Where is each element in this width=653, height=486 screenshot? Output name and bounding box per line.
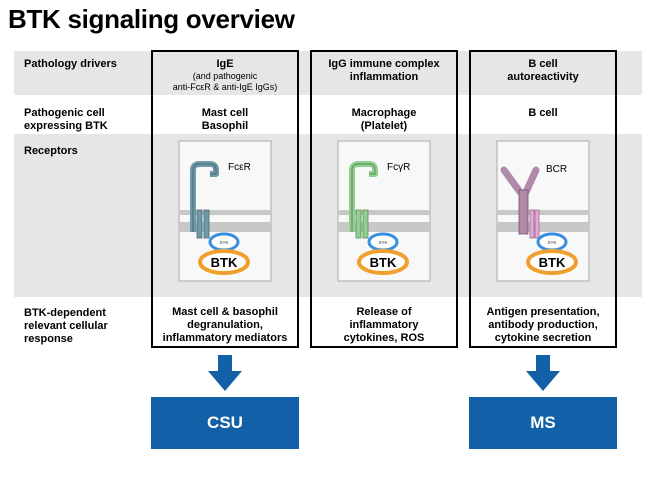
col3-driver-line-1: B cell <box>528 58 558 70</box>
btk-ring <box>198 249 250 275</box>
col2-cell-line-2: (Platelet) <box>360 120 408 132</box>
page-title: BTK signaling overview <box>8 4 295 34</box>
outcome-csu: CSU <box>151 397 299 449</box>
down-arrow-csu <box>208 355 242 391</box>
btk-ring <box>357 249 409 275</box>
membrane-inner <box>497 222 589 232</box>
col1-response: Mast cell & basophil degranulation, infl… <box>151 306 299 345</box>
col1-response-line-3: inflammatory mediators <box>162 332 288 344</box>
membrane-outer <box>497 210 589 215</box>
bcr-left-arm <box>500 166 524 196</box>
syk-label: SYK <box>219 240 228 245</box>
membrane-inner <box>338 222 430 232</box>
membrane-outer <box>179 210 271 215</box>
col1-response-line-2: degranulation, <box>187 319 263 331</box>
column-bcell <box>469 50 617 348</box>
down-arrow-ms <box>526 355 560 391</box>
receptor-chain-2 <box>203 209 210 239</box>
col2-driver: IgG immune complex inflammation <box>310 58 458 84</box>
col2-driver-line-2: inflammation <box>349 71 419 83</box>
row-label-drivers-text: Pathology drivers <box>24 58 117 70</box>
row-label-response-line-2: relevant cellular <box>24 320 108 332</box>
row-label-response-line-1: BTK-dependent <box>24 307 106 319</box>
outcome-ms: MS <box>469 397 617 449</box>
receptor-label: FcεR <box>228 162 251 173</box>
col3-cell-line-1: B cell <box>528 107 558 119</box>
col1-cell-line-2: Basophil <box>201 120 249 132</box>
btk-ring <box>526 249 578 275</box>
syk-label: SYK <box>547 240 556 245</box>
row-label-cell-line-2: expressing BTK <box>24 120 108 132</box>
col3-response-line-3: cytokine secretion <box>494 332 592 344</box>
col3-response-line-1: Antigen presentation, <box>486 306 600 318</box>
btk-label: BTK <box>211 255 238 270</box>
col3-response: Antigen presentation, antibody productio… <box>469 306 617 345</box>
col1-cell: Mast cell Basophil <box>151 107 299 133</box>
receptor-chain-1 <box>196 209 203 239</box>
receptor-chain-1 <box>355 209 362 239</box>
receptor-label: BCR <box>546 164 567 175</box>
row-label-receptors-text: Receptors <box>24 145 78 157</box>
col2-receptor-diagram: SYK BTK FcγR <box>337 140 431 282</box>
col2-response-line-1: Release of <box>356 306 412 318</box>
membrane-outer <box>338 210 430 215</box>
row-label-cell: Pathogenic cell expressing BTK <box>24 107 108 133</box>
row-label-response-line-3: response <box>24 333 73 345</box>
row-label-drivers: Pathology drivers <box>24 58 117 71</box>
arrow-shape <box>208 355 242 391</box>
arrow-shape <box>526 355 560 391</box>
row-label-cell-line-1: Pathogenic cell <box>24 107 105 119</box>
col1-driver-sub-line-2: anti-FcεR & anti-IgE IgGs) <box>172 82 278 92</box>
column-igg <box>310 50 458 348</box>
col3-cell: B cell <box>469 107 617 120</box>
col3-response-line-2: antibody production, <box>488 319 598 331</box>
col1-driver-line-1: IgE <box>216 58 234 70</box>
col2-cell: Macrophage (Platelet) <box>310 107 458 133</box>
column-ige <box>151 50 299 348</box>
col2-response-line-3: cytokines, ROS <box>343 332 425 344</box>
syk-label: SYK <box>378 240 387 245</box>
col1-driver-sub-line-1: (and pathogenic <box>192 71 258 81</box>
btk-label: BTK <box>539 255 566 270</box>
receptor-chain-2 <box>362 209 369 239</box>
bcr-chain-2 <box>534 209 540 239</box>
row-label-response: BTK-dependent relevant cellular response <box>24 307 108 346</box>
col1-cell-line-1: Mast cell <box>201 107 249 119</box>
btk-label: BTK <box>370 255 397 270</box>
col3-driver: B cell autoreactivity <box>469 58 617 84</box>
drivers-band <box>14 51 642 95</box>
row-label-receptors: Receptors <box>24 145 78 158</box>
col3-receptor-diagram: SYK BTK BCR <box>496 140 590 282</box>
bcr-right-arm <box>522 166 540 196</box>
receptor-alpha-chain-outline <box>192 163 217 232</box>
bcr-stem <box>518 189 529 235</box>
membrane-inner <box>179 222 271 232</box>
col1-receptor-diagram: SYK BTK FcεR <box>178 140 272 282</box>
col3-driver-line-2: autoreactivity <box>507 71 579 83</box>
receptor-label: FcγR <box>387 162 410 173</box>
col2-response: Release of inflammatory cytokines, ROS <box>310 306 458 345</box>
col1-response-line-1: Mast cell & basophil <box>172 306 278 318</box>
bcr-chain-1 <box>529 209 535 239</box>
receptor-alpha-chain-outline <box>351 163 376 232</box>
col2-cell-line-1: Macrophage <box>351 107 417 119</box>
col2-response-line-2: inflammatory <box>349 319 419 331</box>
col2-driver-line-1: IgG immune complex <box>328 58 440 70</box>
col1-driver: IgE (and pathogenic anti-FcεR & anti-IgE… <box>151 58 299 93</box>
